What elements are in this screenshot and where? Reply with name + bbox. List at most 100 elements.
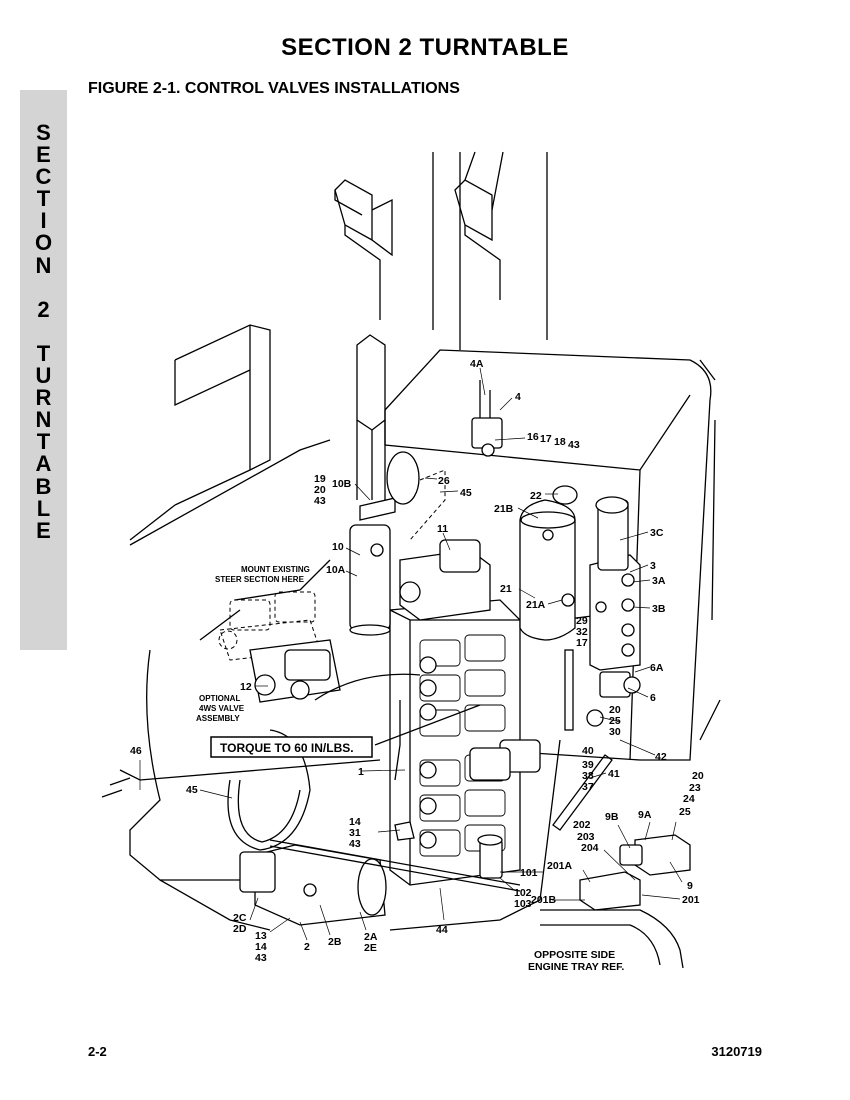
callout-203: 203 xyxy=(577,831,595,843)
callout-11: 11 xyxy=(437,523,448,535)
callout-45a: 45 xyxy=(460,487,472,499)
page-number: 2-2 xyxy=(88,1044,107,1059)
callout-25a: 25 xyxy=(609,715,621,727)
callout-32: 32 xyxy=(576,626,588,638)
callout-30: 30 xyxy=(609,726,621,738)
callout-3B: 3B xyxy=(652,603,666,615)
side-tab-letter: B xyxy=(35,473,52,499)
side-tab-letter: C xyxy=(35,164,52,190)
side-tab-letter: N xyxy=(35,252,52,278)
side-tab-letter: U xyxy=(35,363,52,389)
callout-101: 101 xyxy=(520,867,538,879)
callout-39: 39 xyxy=(582,759,594,771)
callout-41: 41 xyxy=(608,768,620,780)
callout-42: 42 xyxy=(655,751,667,763)
callout-43d: 43 xyxy=(255,952,267,964)
callout-9A: 9A xyxy=(638,809,652,821)
callout-18: 18 xyxy=(554,436,566,448)
callout-6A: 6A xyxy=(650,662,664,674)
side-tab-letter: T xyxy=(36,186,51,212)
annotation-notes: MOUNT EXISTING STEER SECTION HERE OPTION… xyxy=(196,565,624,973)
callout-102: 102 xyxy=(514,887,532,899)
callout-10B: 10B xyxy=(332,478,352,490)
torque-box xyxy=(210,736,373,758)
document-number: 3120719 xyxy=(711,1044,762,1059)
callout-21B: 21B xyxy=(494,503,514,515)
callout-40: 40 xyxy=(582,745,594,757)
callout-10: 10 xyxy=(332,541,344,553)
callout-17b: 17 xyxy=(576,637,588,649)
opposite-note-line2: ENGINE TRAY REF. xyxy=(528,961,624,973)
side-tab-letter: O xyxy=(34,230,53,256)
callout-20a: 20 xyxy=(314,484,326,496)
callout-10A: 10A xyxy=(326,564,346,576)
callout-38: 38 xyxy=(582,770,594,782)
callout-202: 202 xyxy=(573,819,591,831)
callout-2C: 2C xyxy=(233,912,247,924)
callout-3A: 3A xyxy=(652,575,666,587)
callout-2D: 2D xyxy=(233,923,247,935)
callout-201: 201 xyxy=(682,894,700,906)
callout-3: 3 xyxy=(650,560,656,572)
callout-19: 19 xyxy=(314,473,326,485)
callout-16: 16 xyxy=(527,431,539,443)
callout-2: 2 xyxy=(304,941,310,953)
side-tab-letter: A xyxy=(35,451,52,477)
callout-14b: 14 xyxy=(255,941,267,953)
callout-2A: 2A xyxy=(364,931,378,943)
callout-22: 22 xyxy=(530,490,542,502)
callout-31: 31 xyxy=(349,827,361,839)
optional-note-line3: ASSEMBLY xyxy=(196,714,240,723)
callout-21: 21 xyxy=(500,583,512,595)
callout-13: 13 xyxy=(255,930,267,942)
callout-21A: 21A xyxy=(526,599,546,611)
callout-20c: 20 xyxy=(692,770,704,782)
callout-2B: 2B xyxy=(328,936,342,948)
callout-labels: 4A 4 16 17 18 43 19 20 43 10B 26 45 22 2… xyxy=(130,358,704,964)
callout-103: 103 xyxy=(514,898,532,910)
mount-note-line2: STEER SECTION HERE xyxy=(215,575,305,584)
callout-37: 37 xyxy=(582,781,594,793)
side-tab-letter: R xyxy=(35,385,52,411)
callout-43b: 43 xyxy=(314,495,326,507)
callout-9: 9 xyxy=(687,880,693,892)
side-tab-letter: T xyxy=(36,429,51,455)
callout-4A: 4A xyxy=(470,358,484,370)
callout-4: 4 xyxy=(515,391,521,403)
callout-43a: 43 xyxy=(568,439,580,451)
callout-43c: 43 xyxy=(349,838,361,850)
callout-25b: 25 xyxy=(679,806,691,818)
opposite-note-line1: OPPOSITE SIDE xyxy=(534,949,615,961)
callout-20b: 20 xyxy=(609,704,621,716)
callout-46: 46 xyxy=(130,745,142,757)
callout-2E: 2E xyxy=(364,942,377,954)
side-tab-letter: 2 xyxy=(37,296,50,322)
callout-204: 204 xyxy=(581,842,599,854)
side-tab-letter: S xyxy=(36,120,51,145)
side-tab-letter: E xyxy=(36,142,51,168)
callout-24: 24 xyxy=(683,793,695,805)
callout-14a: 14 xyxy=(349,816,361,828)
callout-9B: 9B xyxy=(605,811,619,823)
section-title: SECTION 2 TURNTABLE xyxy=(281,34,569,61)
callout-26: 26 xyxy=(438,475,450,487)
callout-6: 6 xyxy=(650,692,656,704)
side-tab-letter: L xyxy=(36,495,51,521)
mount-note-line1: MOUNT EXISTING xyxy=(241,565,310,574)
callout-1: 1 xyxy=(358,766,364,778)
callout-12: 12 xyxy=(240,681,252,693)
callout-201A: 201A xyxy=(547,860,573,872)
side-tab-letter: E xyxy=(36,517,51,543)
side-tab-letter: T xyxy=(36,340,51,366)
callout-17: 17 xyxy=(540,433,552,445)
figure-caption: FIGURE 2-1. CONTROL VALVES INSTALLATIONS xyxy=(88,80,460,97)
side-tab-letter: I xyxy=(40,208,47,234)
torque-note: TORQUE TO 60 IN/LBS. xyxy=(220,741,354,755)
callout-44: 44 xyxy=(436,924,448,936)
technical-illustration xyxy=(101,151,721,969)
optional-note-line2: 4WS VALVE xyxy=(199,704,245,713)
optional-note-line1: OPTIONAL xyxy=(199,694,240,703)
side-tab-letter: N xyxy=(35,407,52,433)
